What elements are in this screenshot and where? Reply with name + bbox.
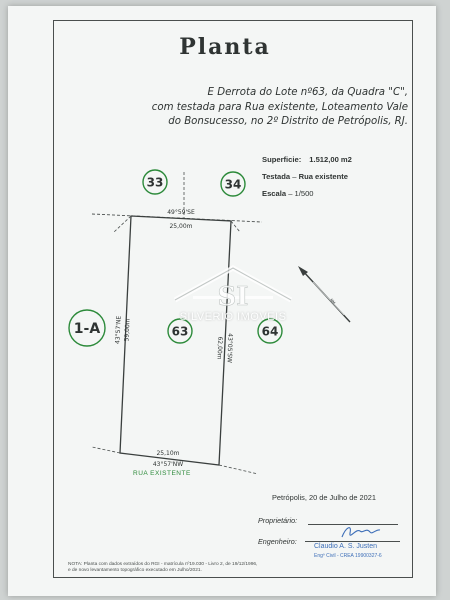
lot-33-marker: 33 (142, 169, 168, 195)
scale-value: 1/500 (294, 189, 314, 198)
place-date: Petrópolis, 20 de Julho de 2021 (272, 493, 376, 502)
frontage-value: Rua existente (298, 172, 348, 181)
watermark-letters: SI (218, 282, 249, 312)
lot-1a-label: 1-A (74, 321, 101, 337)
area-spec: Superficie: 1.512,00 m2 (262, 155, 352, 164)
frontage-label: Testada (262, 172, 291, 181)
lot-description: E Derrota do Lote nº63, da Quadra "C", c… (68, 86, 408, 130)
description-line-2: com testada para Rua existente, Loteamen… (151, 101, 408, 113)
footer-note-line-2: e de novo levantamento topográfico execu… (68, 568, 202, 573)
page-title: Planta (179, 34, 271, 60)
bottom-extension-line (218, 464, 259, 475)
scale-label: Escala (262, 189, 287, 198)
owner-label: Proprietário: (258, 516, 298, 525)
lot-34-marker: 34 (220, 171, 246, 197)
lot-64-marker: 64 (257, 318, 283, 344)
corner-extension-line (113, 215, 132, 233)
watermark-logo-icon: SI (173, 265, 293, 312)
top-bearing: 49°59'SE (167, 209, 195, 216)
scale-spec: Escala – 1/500 (262, 189, 314, 198)
engineer-crea: Engº Civil - CREA 19900327-6 (314, 553, 382, 559)
engineer-label: Engenheiro: (258, 537, 297, 546)
description-line-3: do Bonsucesso, no 2º Distrito de Petrópo… (168, 116, 408, 127)
engineer-signature-line (305, 541, 400, 542)
left-extension-line (91, 446, 121, 454)
lot-33-label: 33 (147, 176, 164, 190)
owner-signature-line (308, 524, 398, 525)
frontage-spec: Testada – Rua existente (262, 172, 348, 181)
bottom-bearing: 43°57'NW (153, 461, 183, 468)
footer-note-line-1: NOTA: Planta com dados extraídos do RGI … (68, 562, 258, 567)
engineer-signature (341, 527, 381, 538)
lot-63-label: 63 (172, 325, 189, 339)
north-arrow-icon: NM (298, 266, 351, 323)
drawing-frame (53, 20, 413, 578)
bottom-length: 25,10m (156, 450, 179, 457)
left-bearing: 43°57'NE (114, 315, 122, 344)
lot-1a-marker: 1-A (68, 309, 106, 347)
plan-sheet (8, 6, 436, 596)
lot-63-marker: 63 (167, 318, 193, 344)
description-line-1: E Derrota do Lote nº63, da Quadra "C", (207, 87, 408, 98)
watermark-text: SILVERIO IMOVEIS (179, 311, 287, 323)
engineer-name: Claudio A. S. Justen (314, 543, 378, 550)
svg-text:NM: NM (329, 298, 336, 305)
left-length: 59,00m (123, 318, 131, 342)
lot-34-label: 34 (225, 178, 242, 192)
area-label: Superficie: (262, 155, 302, 164)
lot-64-label: 64 (262, 325, 279, 339)
area-value: 1.512,00 m2 (309, 155, 352, 164)
right-bearing: 43°05'SW (225, 333, 233, 363)
right-extension-line (230, 220, 241, 233)
street-label: RUA EXISTENTE (133, 470, 191, 477)
right-length: 62,00m (216, 336, 224, 359)
lot-63-boundary (119, 215, 232, 466)
top-length: 25,00m (169, 223, 192, 230)
footer-note: NOTA: Planta com dados extraídos do RGI … (68, 562, 257, 574)
